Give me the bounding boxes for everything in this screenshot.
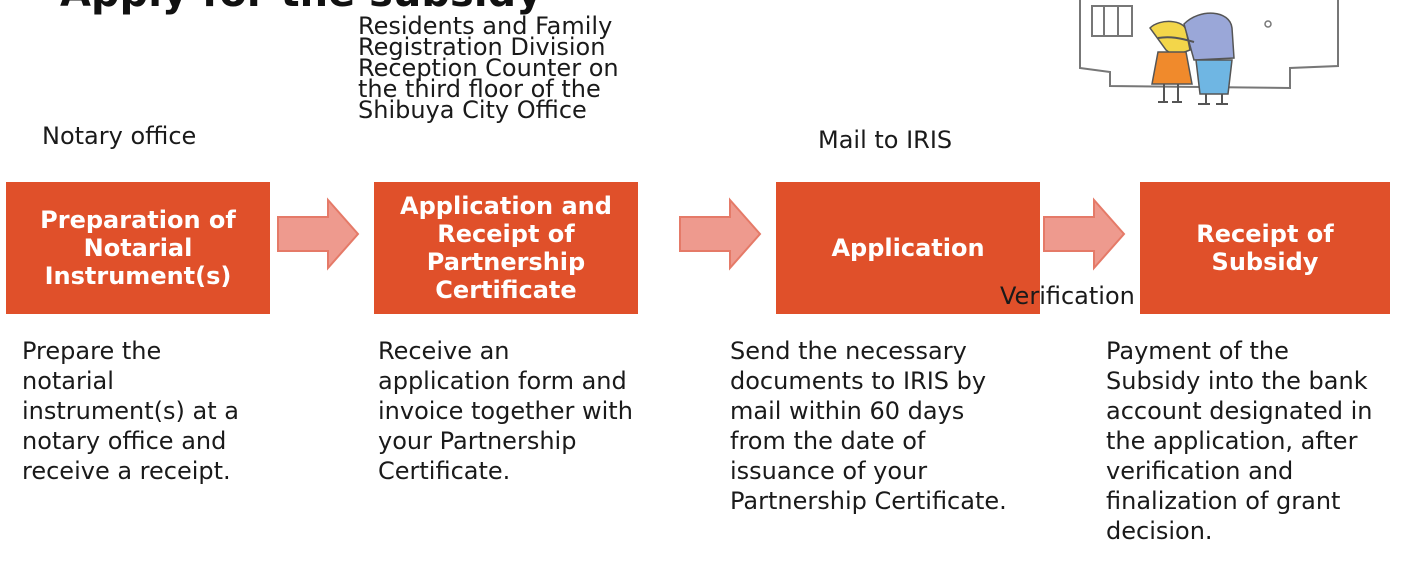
- step-3-description: Send the necessary documents to IRIS by …: [730, 336, 1070, 516]
- step-1-box-label: Preparation of Notarial Instrument(s): [40, 206, 236, 290]
- step-3-description-text: Send the necessary documents to IRIS by …: [730, 337, 1007, 515]
- arrow-right-icon: [1043, 197, 1126, 271]
- step-2-location-line: Shibuya City Office: [358, 96, 587, 124]
- step-3-box-label: Application: [831, 234, 985, 262]
- step-1-description: Prepare the notarial instrument(s) at a …: [22, 336, 312, 486]
- step-1-location: Notary office: [42, 122, 197, 150]
- verification-label: Verification: [1000, 282, 1135, 310]
- step-4-box-label: Receipt of Subsidy: [1196, 220, 1334, 276]
- step-4-description: Payment of the Subsidy into the bank acc…: [1106, 336, 1422, 546]
- step-2-location: Residents and Family Registration Divisi…: [358, 12, 619, 124]
- couple-at-door-illustration: [1079, 0, 1339, 105]
- step-3-box: Application: [776, 182, 1040, 314]
- page-title: Apply for the subsidy: [60, 0, 542, 16]
- step-4-box: Receipt of Subsidy: [1140, 182, 1390, 314]
- step-2-description-text: Receive an application form and invoice …: [378, 337, 633, 485]
- step-2-location-line: Reception Counter on: [358, 54, 619, 82]
- step-2-box: Application and Receipt of Partnership C…: [374, 182, 638, 314]
- arrow-right-icon: [679, 197, 762, 271]
- step-2-location-line: Registration Division: [358, 33, 606, 61]
- step-2-description: Receive an application form and invoice …: [378, 336, 698, 486]
- step-2-location-line: Residents and Family: [358, 12, 613, 40]
- step-1-description-text: Prepare the notarial instrument(s) at a …: [22, 337, 239, 485]
- step-2-box-label: Application and Receipt of Partnership C…: [400, 192, 612, 304]
- step-3-location: Mail to IRIS: [818, 126, 953, 154]
- arrow-right-icon: [277, 197, 360, 271]
- step-2-location-line: the third floor of the: [358, 75, 601, 103]
- step-1-box: Preparation of Notarial Instrument(s): [6, 182, 270, 314]
- step-4-description-text: Payment of the Subsidy into the bank acc…: [1106, 337, 1373, 545]
